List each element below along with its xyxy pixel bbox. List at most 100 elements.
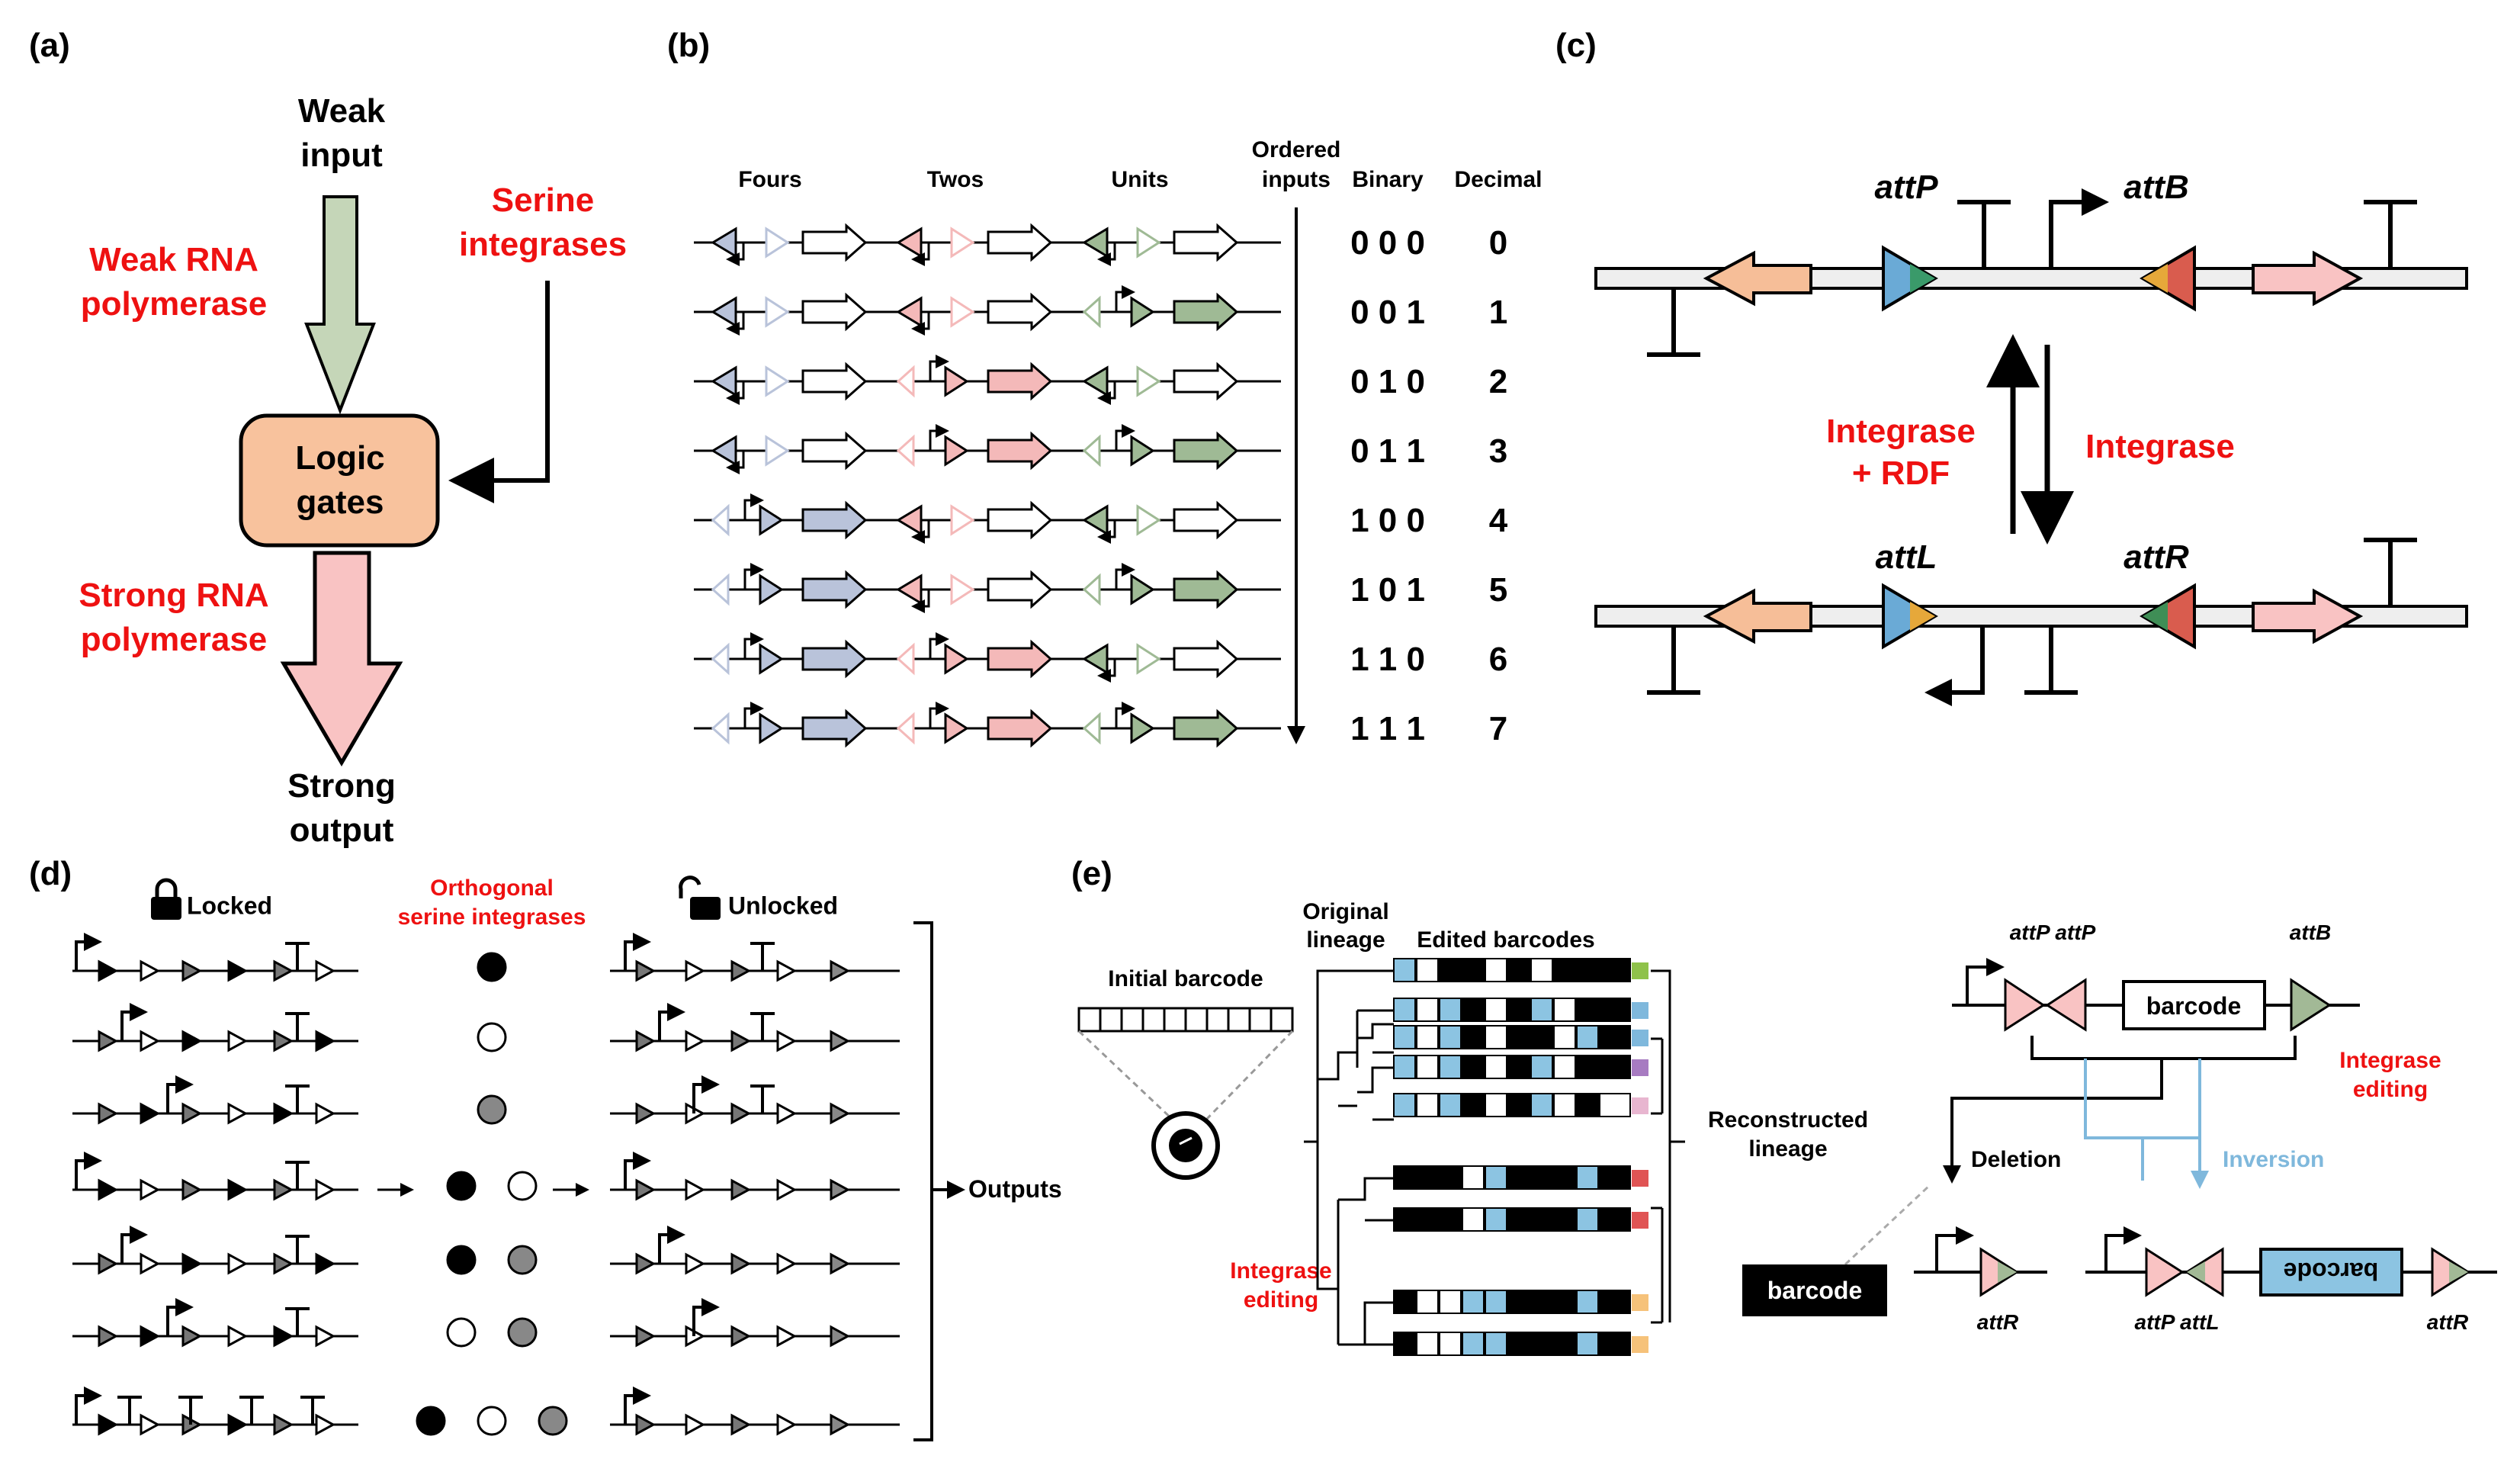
- decimal-value: 7: [1489, 710, 1507, 747]
- logic-row: [72, 1386, 900, 1436]
- lineage-tag: [1632, 1059, 1648, 1076]
- attP-core: [1910, 264, 1935, 293]
- integrase-dot: [446, 1171, 477, 1201]
- construct-attP-1: [2004, 978, 2046, 1032]
- deletion-label: Deletion: [1971, 1147, 2061, 1172]
- site-right: [950, 296, 975, 328]
- strong-rnap-line1: Strong RNA: [79, 577, 268, 614]
- reconstructed-1: Reconstructed: [1708, 1107, 1868, 1133]
- initial-barcode-cell: [1184, 1007, 1209, 1033]
- integrase-dot: [416, 1406, 446, 1436]
- initial-barcode-cell: [1248, 1007, 1273, 1033]
- integrase-dot: [477, 1406, 507, 1436]
- binary-value: 1 1 0: [1350, 641, 1425, 678]
- attP-attL-label: attP attL: [2135, 1310, 2220, 1334]
- panel-c-label: (c): [1555, 27, 1597, 64]
- integrase-editing-left-1: Integrase: [1230, 1258, 1331, 1284]
- integrase-dot: [538, 1406, 568, 1436]
- weak-input-line1: Weak: [298, 92, 386, 130]
- integrase-rdf-line1: Integrase: [1826, 413, 1976, 450]
- gene-on: [1173, 431, 1239, 471]
- gene-on: [801, 709, 868, 748]
- attB-label: attB: [2124, 169, 2189, 206]
- zoom-line-barcode: [1844, 1184, 1931, 1266]
- integrase-dot: [507, 1317, 538, 1348]
- initial-barcode-cell: [1270, 1007, 1294, 1033]
- site-left: [711, 296, 737, 328]
- site-left: [711, 435, 737, 467]
- logic-line2: gates: [297, 484, 384, 521]
- gene-off: [987, 223, 1053, 262]
- gene-on: [987, 361, 1053, 401]
- gene-pink-bottom: [2252, 588, 2364, 644]
- inversion-attP: [2145, 1247, 2185, 1297]
- initial-barcode-cell: [1141, 1007, 1166, 1033]
- weak-input-arrow: [304, 195, 376, 415]
- initial-barcode-cell: [1205, 1007, 1230, 1033]
- decimal-value: 2: [1489, 363, 1507, 400]
- inverted-barcode-label: barcode: [2284, 1258, 2378, 1285]
- integrase-dot: [477, 952, 507, 982]
- gene-off: [987, 292, 1053, 332]
- inversion-arrow: [2084, 1059, 2201, 1181]
- inversion-promoter: [2104, 1226, 2142, 1272]
- site-right: [944, 435, 969, 467]
- lineage-tag: [1632, 1097, 1648, 1114]
- gene-on: [801, 639, 868, 679]
- panel-b-label: (b): [667, 27, 710, 64]
- attB-site: [2140, 245, 2196, 312]
- logic-row: [72, 1152, 900, 1201]
- site-left: [896, 227, 923, 259]
- integrase-dot: [446, 1245, 477, 1275]
- header-decimal: Decimal: [1454, 167, 1542, 192]
- integrase-dot: [507, 1245, 538, 1275]
- site-left: [711, 503, 730, 537]
- site-left: [711, 365, 737, 397]
- edited-barcode: [1393, 958, 1648, 982]
- terminator-bottom-1: [1647, 626, 1700, 695]
- site-right: [950, 227, 975, 259]
- outputs-bracket: [913, 921, 962, 1441]
- header-twos: Twos: [927, 167, 984, 192]
- lineage-tag: [1632, 1030, 1648, 1046]
- gene-orange-top: [1703, 250, 1812, 307]
- edited-barcodes-label: Edited barcodes: [1417, 927, 1594, 953]
- site-right: [1130, 435, 1155, 467]
- unlocked-label: Unlocked: [728, 892, 838, 919]
- construct-barcode-label: barcode: [2146, 992, 2241, 1020]
- original-lineage-1: Original: [1302, 899, 1388, 924]
- initial-barcode-label: Initial barcode: [1108, 966, 1263, 991]
- site-right: [765, 227, 790, 259]
- edited-barcode: [1393, 1207, 1648, 1232]
- integrase-editing-right-2: editing: [2353, 1077, 2428, 1102]
- construct-promoter: [1966, 958, 2005, 1005]
- integrase-rdf-line2: + RDF: [1852, 455, 1950, 492]
- attR-right-label: attR: [2427, 1310, 2469, 1334]
- logic-gates-box: [239, 413, 440, 548]
- header-ordered-2: inputs: [1262, 167, 1331, 192]
- gene-off: [801, 292, 868, 332]
- gene-off: [987, 500, 1053, 540]
- cell-icon: [1151, 1111, 1220, 1180]
- inverted-barcode-box: [2259, 1248, 2403, 1297]
- logic-row: [72, 933, 900, 982]
- terminator-bottom-3: [2364, 538, 2417, 606]
- decimal-value: 3: [1489, 432, 1507, 470]
- strong-rnap-line2: polymerase: [81, 621, 268, 658]
- terminator-bottom-2: [2024, 626, 2078, 695]
- integrase-editing-right-1: Integrase: [2339, 1048, 2441, 1073]
- integrase-editing-left-2: editing: [1244, 1287, 1318, 1313]
- deletion-attR-core: [1998, 1261, 2017, 1283]
- header-fours: Fours: [738, 167, 801, 192]
- site-right: [950, 504, 975, 536]
- deletion-promoter: [1935, 1226, 1974, 1272]
- binary-value: 1 1 1: [1350, 710, 1425, 747]
- site-right: [759, 643, 784, 675]
- binary-value: 0 1 1: [1350, 432, 1425, 470]
- attR-core: [2143, 602, 2168, 631]
- counter-row: [694, 563, 1281, 613]
- panel-b: (b) Fours Twos Units Ordered inputs Bina…: [667, 27, 1542, 748]
- site-left: [1082, 504, 1109, 536]
- lineage-tag: [1632, 1294, 1648, 1311]
- edited-barcode: [1393, 1165, 1648, 1190]
